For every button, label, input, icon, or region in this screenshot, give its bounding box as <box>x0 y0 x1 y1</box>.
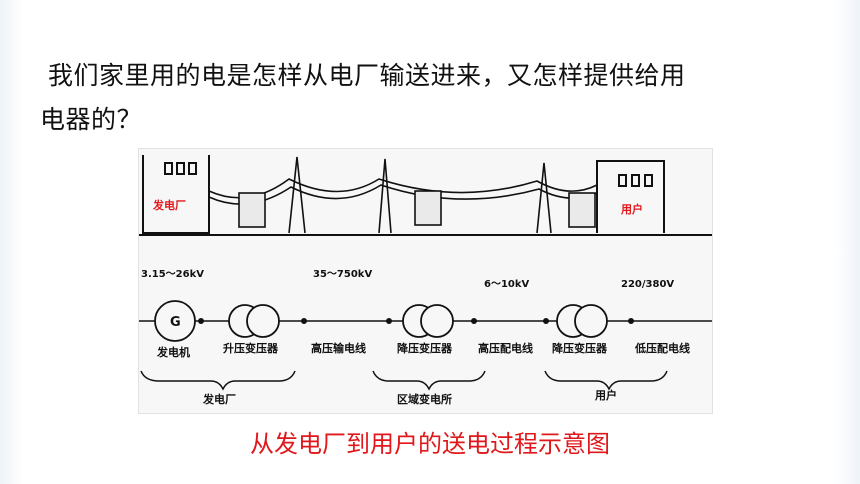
slide-left-border <box>0 0 24 484</box>
generator-symbol: G <box>170 315 181 330</box>
voltage-dist: 6～10kV <box>484 279 530 290</box>
transformer-icons <box>238 190 596 228</box>
group-brackets <box>140 370 668 391</box>
plant-label: 发电厂 <box>152 198 186 212</box>
label-hv-line: 高压输电线 <box>311 341 366 355</box>
transformer-symbols <box>228 304 608 338</box>
question-text: 我们家里用的电是怎样从电厂输送进来，又怎样提供给用 电器的？ <box>40 54 800 142</box>
voltage-gen: 3.15～26kV <box>141 269 204 280</box>
label-low-line: 低压配电线 <box>634 341 690 355</box>
question-line-2: 电器的？ <box>40 105 143 134</box>
voltage-trans: 35～750kV <box>313 269 372 280</box>
voltage-low: 220/380V <box>621 279 674 290</box>
label-stepdown-1: 降压变压器 <box>397 341 453 355</box>
diagram-svg: 发电厂 用户 <box>139 155 712 406</box>
power-transmission-diagram: 发电厂 用户 <box>138 148 713 414</box>
group-substation: 区域变电所 <box>397 392 452 406</box>
group-user: 用户 <box>595 388 617 402</box>
diagram-caption: 从发电厂到用户的送电过程示意图 <box>250 430 610 458</box>
label-stepdown-2: 降压变压器 <box>552 341 608 355</box>
user-label: 用户 <box>621 202 643 216</box>
group-plant: 发电厂 <box>202 392 236 406</box>
transmission-towers <box>208 156 598 234</box>
label-generator: 发电机 <box>156 345 190 359</box>
junction-dots <box>198 318 634 324</box>
power-plant-building <box>142 155 210 234</box>
user-building <box>596 160 665 233</box>
generator-icon <box>154 300 196 342</box>
label-stepup: 升压变压器 <box>223 341 279 355</box>
question-line-1: 我们家里用的电是怎样从电厂输送进来，又怎样提供给用 <box>48 61 686 90</box>
label-dist-line: 高压配电线 <box>478 341 533 355</box>
slide-right-border <box>836 0 860 484</box>
